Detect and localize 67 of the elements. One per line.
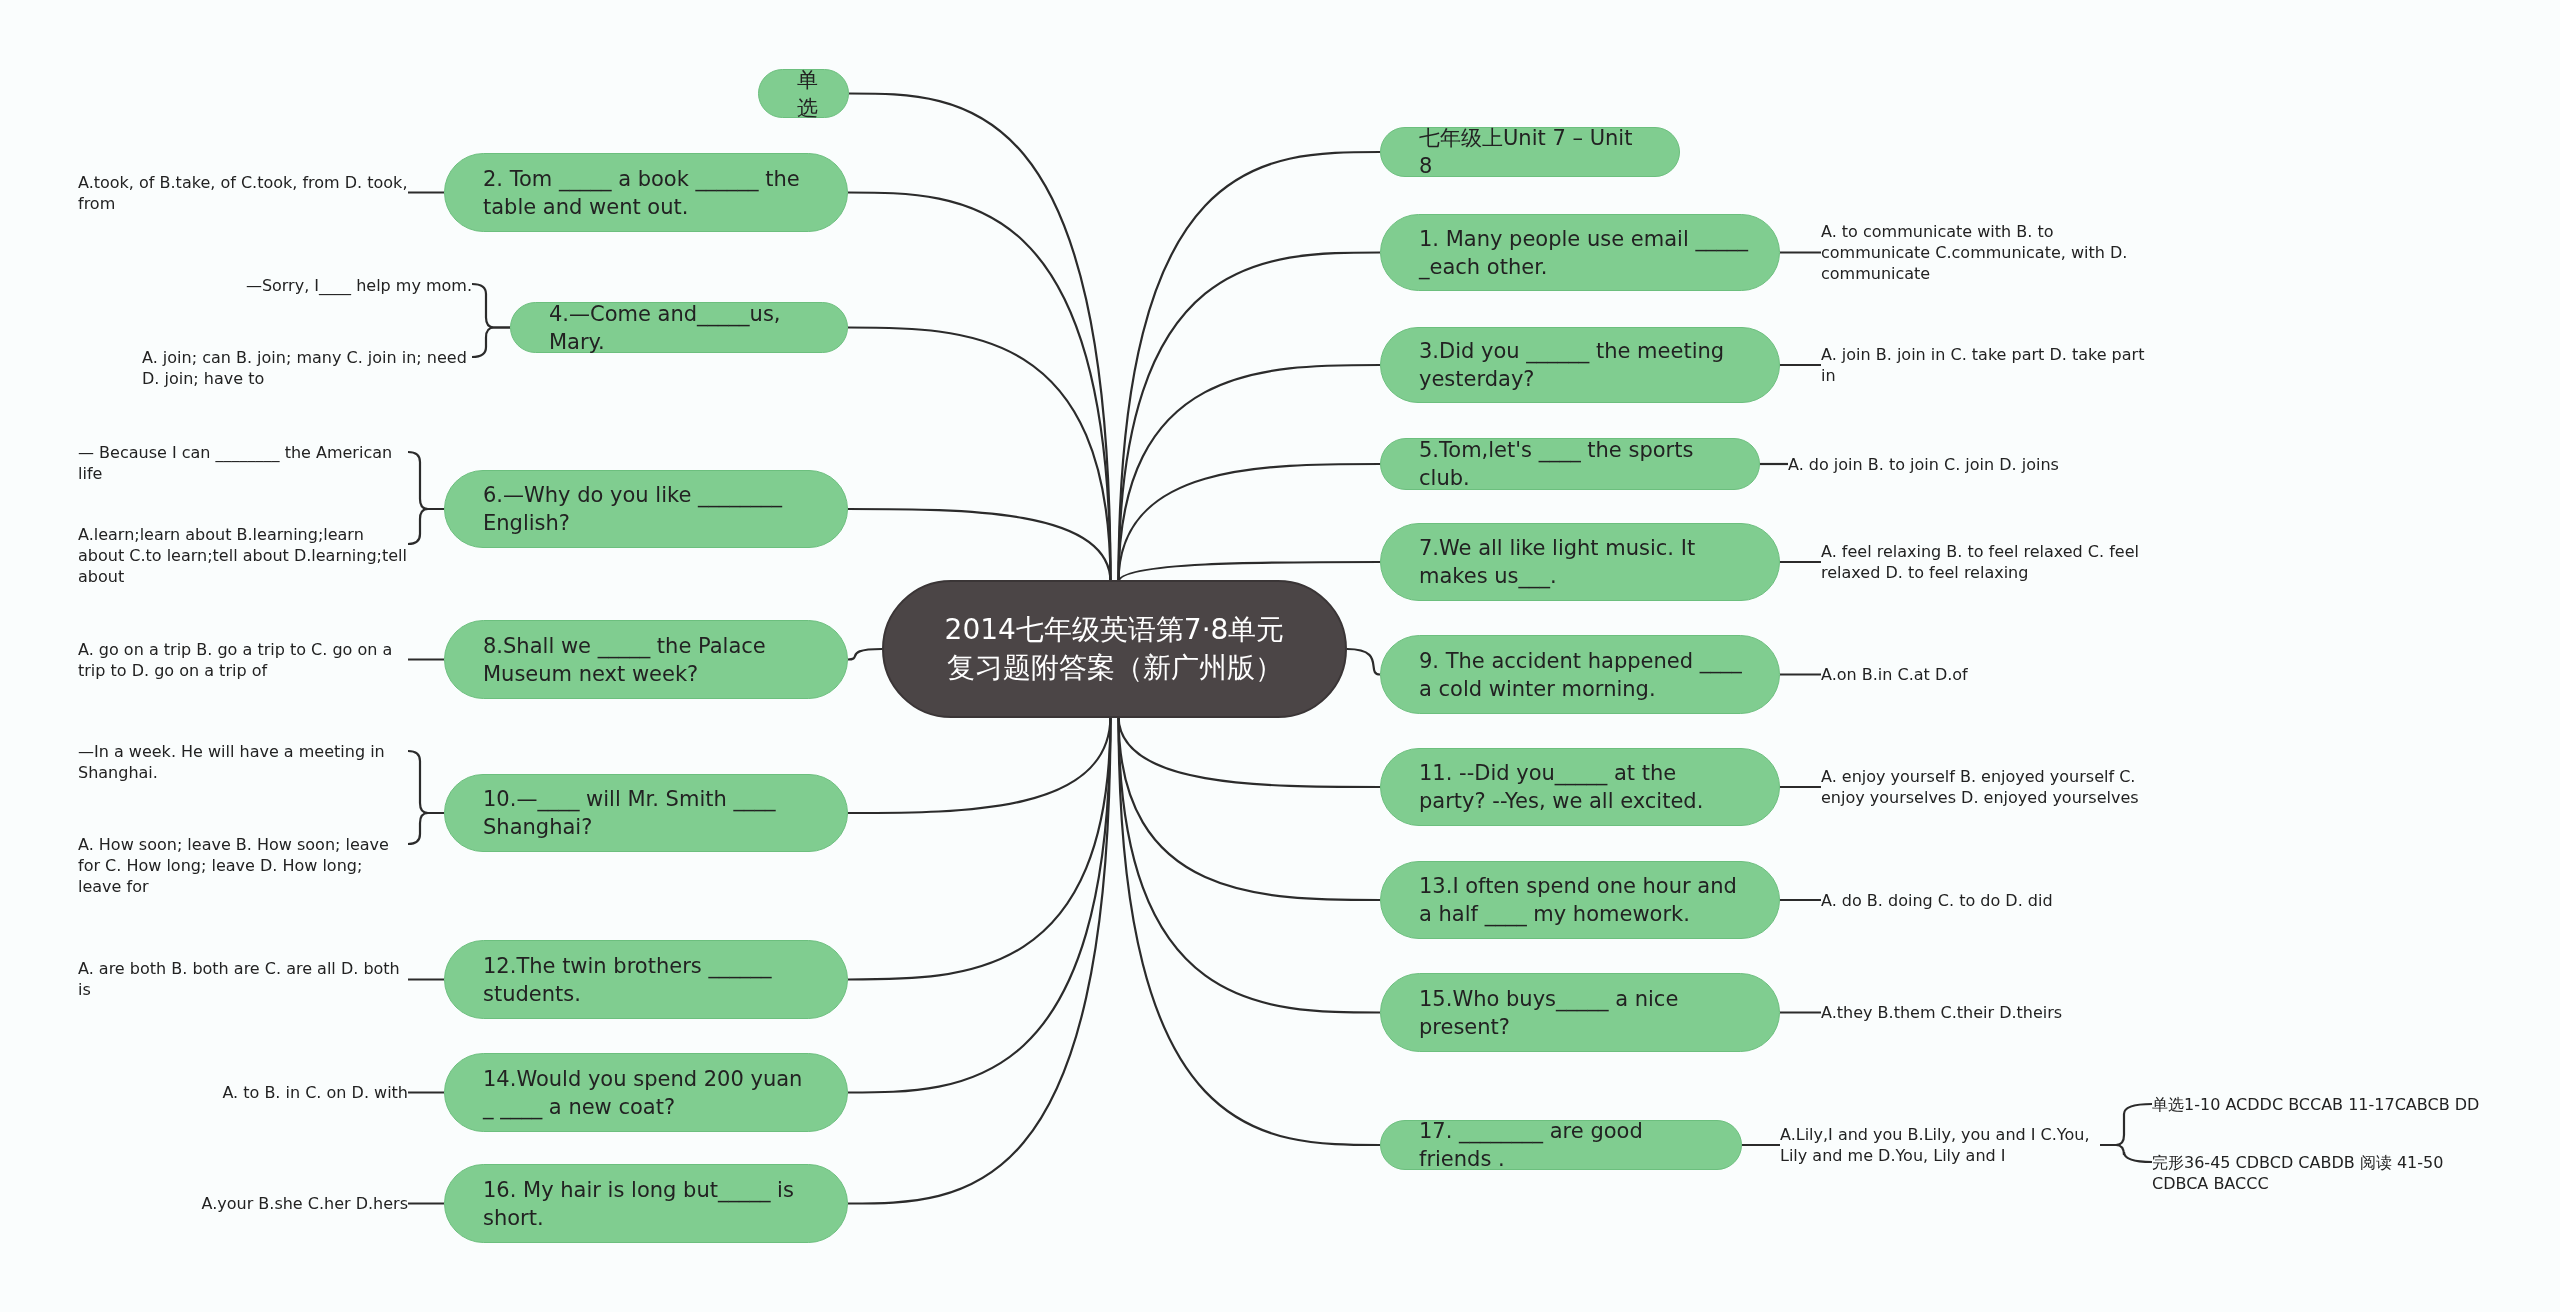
connector-line bbox=[407, 507, 444, 546]
question-box: 单选 bbox=[758, 69, 849, 118]
connector-line bbox=[1780, 363, 1821, 367]
option-text: —Sorry, I____ help my mom. bbox=[200, 272, 472, 298]
answer-key-text: 完形36-45 CDBCD CABDB 阅读 41-50 CDBCA BACCC bbox=[2152, 1150, 2482, 1196]
option-text: A.they B.them C.their D.theirs bbox=[1821, 1000, 2141, 1024]
option-text: A.your B.she C.her D.hers bbox=[150, 1191, 408, 1215]
connector-line bbox=[1780, 673, 1821, 676]
connector-line bbox=[1346, 647, 1381, 676]
question-box: 1. Many people use email _____ _each other. bbox=[1380, 214, 1780, 291]
connector-line bbox=[408, 191, 444, 194]
question-box: 10.—____ will Mr. Smith ____ Shanghai? bbox=[444, 774, 848, 852]
question-box: 13.I often spend one hour and a half ____ my homework. bbox=[1380, 861, 1780, 939]
option-text: — Because I can ________ the American life bbox=[78, 440, 408, 486]
question-box: 9. The accident happened ____ a cold winter morning. bbox=[1380, 635, 1780, 714]
connector-line bbox=[1780, 560, 1821, 564]
option-text: A. do join B. to join C. join D. joins bbox=[1788, 452, 2128, 476]
question-box: 15.Who buys_____ a nice present? bbox=[1380, 973, 1780, 1052]
question-box: 11. --Did you_____ at the party? --Yes, we all excited. bbox=[1380, 748, 1780, 826]
connector-line bbox=[408, 978, 444, 981]
option-text: A. How soon; leave B. How soon; leave for C. How long; leave D. How long; leave for bbox=[78, 832, 408, 898]
option-text: A.took, of B.take, of C.took, from D. took, from bbox=[78, 170, 408, 216]
connector-line bbox=[408, 1091, 444, 1094]
question-box: 7.We all like light music. It makes us___. bbox=[1380, 523, 1780, 601]
connector-line bbox=[408, 658, 444, 661]
option-text: —In a week. He will have a meeting in Shanghai. bbox=[78, 739, 408, 785]
question-box: 七年级上Unit 7 – Unit 8 bbox=[1380, 127, 1680, 177]
option-text: A. feel relaxing B. to feel relaxed C. feel relaxed D. to feel relaxing bbox=[1821, 539, 2151, 585]
connector-line bbox=[2100, 1143, 2152, 1164]
connector-line bbox=[408, 1202, 444, 1205]
option-text: A. join; can B. join; many C. join in; need D. join; have to bbox=[142, 345, 472, 391]
question-box: 8.Shall we _____ the Palace Museum next week? bbox=[444, 620, 848, 699]
option-text: A. go on a trip B. go a trip to C. go on a trip to D. go on a trip of bbox=[78, 637, 408, 683]
question-box: 14.Would you spend 200 yuan _ ____ a new coat? bbox=[444, 1053, 848, 1132]
connector-line bbox=[1780, 785, 1821, 789]
option-text: A. to B. in C. on D. with bbox=[150, 1080, 408, 1104]
option-text: A. join B. join in C. take part D. take part in bbox=[1821, 342, 2151, 388]
answer-key-text: 单选1-10 ACDDC BCCAB 11-17CABCB DD bbox=[2152, 1092, 2552, 1116]
option-text: A. enjoy yourself B. enjoyed yourself C. enjoy yourselves D. enjoyed yourselves bbox=[1821, 764, 2151, 810]
connector-line bbox=[1780, 251, 1821, 254]
question-box: 2. Tom _____ a book ______ the table and went out. bbox=[444, 153, 848, 232]
connector-line bbox=[1780, 1011, 1821, 1014]
option-text: A. are both B. both are C. are all D. both is bbox=[78, 956, 408, 1002]
connector-line bbox=[1117, 560, 1380, 583]
connector-line bbox=[1117, 462, 1380, 583]
connector-line bbox=[847, 647, 883, 661]
connector-line bbox=[1117, 715, 1380, 1147]
connector-line bbox=[471, 326, 510, 359]
question-box: 16. My hair is long but_____ is short. bbox=[444, 1164, 848, 1243]
central-topic: 2014七年级英语第7·8单元复习题附答案（新广州版） bbox=[882, 580, 1347, 718]
connector-line bbox=[1760, 462, 1788, 466]
connector-line bbox=[848, 715, 1112, 1205]
question-box: 17. ________ are good friends . bbox=[1380, 1120, 1742, 1170]
question-box: 4.—Come and_____us, Mary. bbox=[510, 302, 848, 353]
connector-line bbox=[1742, 1143, 1780, 1147]
question-box: 6.—Why do you like ________ English? bbox=[444, 470, 848, 548]
connector-line bbox=[848, 507, 1112, 583]
question-box: 3.Did you ______ the meeting yesterday? bbox=[1380, 327, 1780, 403]
connector-line bbox=[848, 326, 1112, 583]
option-text: A. do B. doing C. to do D. did bbox=[1821, 888, 2141, 912]
option-text: A. to communicate with B. to communicate C.communicate, with D. communicate bbox=[1821, 219, 2141, 285]
connector-line bbox=[407, 811, 444, 846]
question-box: 12.The twin brothers ______ students. bbox=[444, 940, 848, 1019]
question-box: 5.Tom,let's ____ the sports club. bbox=[1380, 438, 1760, 490]
connector-line bbox=[1780, 898, 1821, 902]
option-text: A.on B.in C.at D.of bbox=[1821, 662, 2141, 686]
option-text: A.Lily,I and you B.Lily, you and I C.You, Lily and me D.You, Lily and I bbox=[1780, 1122, 2100, 1168]
